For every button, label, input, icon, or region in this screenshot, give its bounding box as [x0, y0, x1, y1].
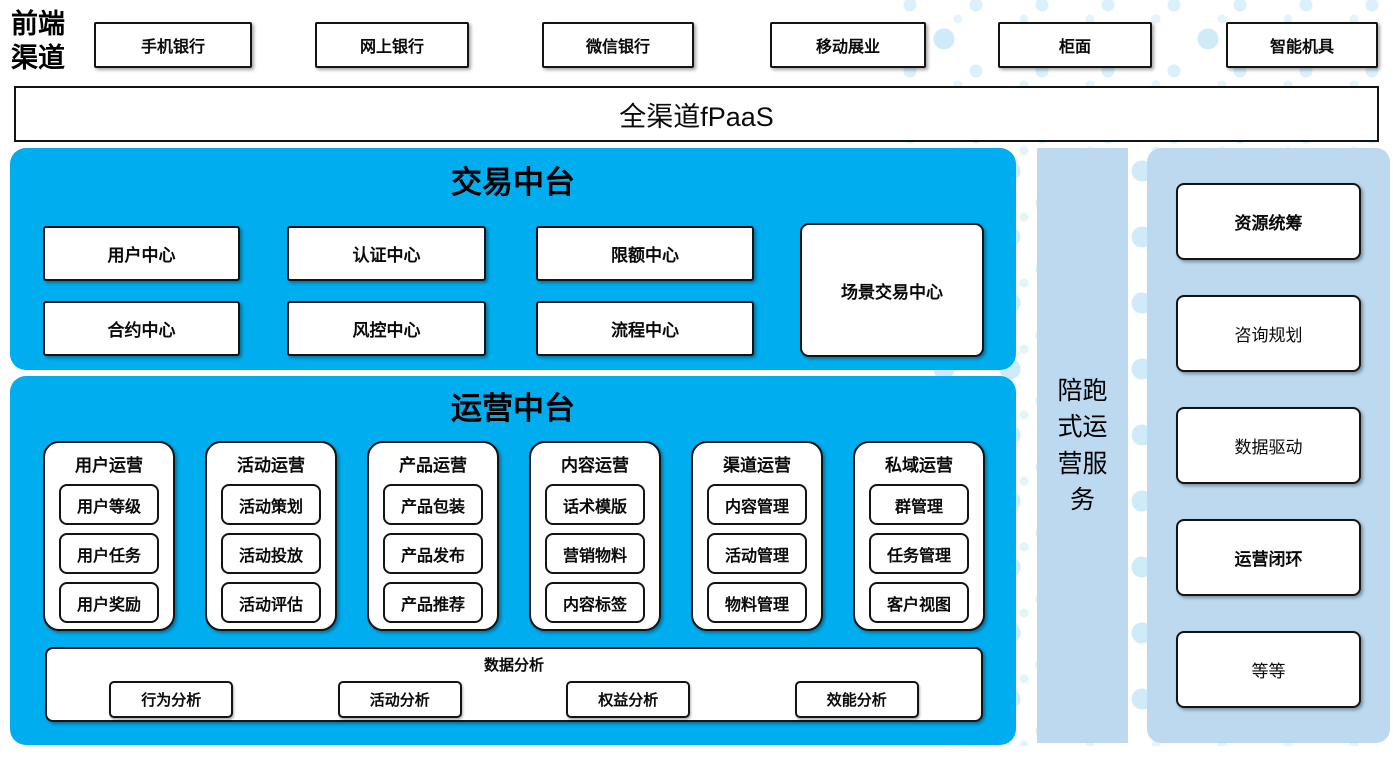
group-title: 产品运营	[399, 456, 467, 475]
channel-box: 移动展业	[770, 22, 926, 68]
group-item-box: 产品发布	[383, 533, 483, 574]
data-analysis-title: 数据分析	[483, 657, 544, 674]
side-service-label: 陪跑式运营服务	[1057, 377, 1108, 514]
operation-group: 产品运营 产品包装 产品发布 产品推荐	[367, 441, 499, 631]
right-panel-box: 咨询规划	[1176, 295, 1361, 372]
group-item-box: 用户奖励	[59, 582, 159, 623]
group-item-box: 产品推荐	[383, 582, 483, 623]
analysis-item-box: 活动分析	[337, 681, 462, 718]
center-box: 限额中心	[536, 226, 754, 281]
group-title: 内容运营	[561, 456, 629, 475]
group-item-box: 话术模版	[545, 484, 645, 525]
group-item-box: 活动策划	[221, 484, 321, 525]
scene-trade-center-box: 场景交易中心	[800, 223, 984, 357]
operation-group: 内容运营 话术模版 营销物料 内容标签	[529, 441, 661, 631]
group-item-box: 内容标签	[545, 582, 645, 623]
operation-group: 用户运营 用户等级 用户任务 用户奖励	[43, 441, 175, 631]
center-box: 合约中心	[43, 301, 240, 356]
channel-box: 手机银行	[94, 22, 252, 68]
right-panel-box: 运营闭环	[1176, 519, 1361, 596]
group-item-box: 用户任务	[59, 533, 159, 574]
group-item-box: 用户等级	[59, 484, 159, 525]
group-item-box: 营销物料	[545, 533, 645, 574]
group-item-box: 活动管理	[707, 533, 807, 574]
group-title: 活动运营	[237, 456, 305, 475]
group-item-box: 产品包装	[383, 484, 483, 525]
side-service-bar: 陪跑式运营服务	[1037, 148, 1128, 743]
right-panel: 资源统筹 咨询规划 数据驱动 运营闭环 等等	[1147, 148, 1390, 743]
group-item-box: 内容管理	[707, 484, 807, 525]
group-item-box: 群管理	[869, 484, 969, 525]
operation-platform-title: 运营中台	[451, 391, 575, 426]
analysis-item-box: 权益分析	[566, 681, 691, 718]
group-item-box: 活动投放	[221, 533, 321, 574]
operation-group: 活动运营 活动策划 活动投放 活动评估	[205, 441, 337, 631]
data-analysis-row: 行为分析 活动分析 权益分析 效能分析	[47, 681, 981, 718]
right-panel-box: 等等	[1176, 631, 1361, 708]
analysis-item-box: 行为分析	[109, 681, 234, 718]
operation-group: 渠道运营 内容管理 活动管理 物料管理	[691, 441, 823, 631]
channel-box: 智能机具	[1226, 22, 1378, 68]
data-analysis-box: 数据分析 行为分析 活动分析 权益分析 效能分析	[45, 647, 983, 722]
front-channels-label: 前端渠道	[11, 9, 65, 73]
channel-box: 网上银行	[315, 22, 469, 68]
right-panel-box: 资源统筹	[1176, 183, 1361, 260]
right-panel-box: 数据驱动	[1176, 407, 1361, 484]
center-box: 认证中心	[287, 226, 486, 281]
center-box: 用户中心	[43, 226, 240, 281]
channel-box: 微信银行	[542, 22, 694, 68]
group-item-box: 任务管理	[869, 533, 969, 574]
center-box: 风控中心	[287, 301, 486, 356]
operation-group: 私域运营 群管理 任务管理 客户视图	[853, 441, 985, 631]
group-item-box: 客户视图	[869, 582, 969, 623]
channel-box: 柜面	[998, 22, 1152, 68]
group-item-box: 物料管理	[707, 582, 807, 623]
group-title: 私域运营	[885, 456, 953, 475]
fpaas-bar: 全渠道fPaaS	[14, 86, 1379, 142]
trade-platform-panel: 交易中台 用户中心 认证中心 限额中心 合约中心 风控中心 流程中心 场景交易中…	[10, 148, 1016, 370]
operation-platform-panel: 运营中台 用户运营 用户等级 用户任务 用户奖励 活动运营 活动策划 活动投放 …	[10, 376, 1016, 745]
trade-platform-title: 交易中台	[451, 165, 575, 200]
group-item-box: 活动评估	[221, 582, 321, 623]
group-title: 渠道运营	[723, 456, 791, 475]
group-title: 用户运营	[75, 456, 143, 475]
analysis-item-box: 效能分析	[794, 681, 919, 718]
center-box: 流程中心	[536, 301, 754, 356]
